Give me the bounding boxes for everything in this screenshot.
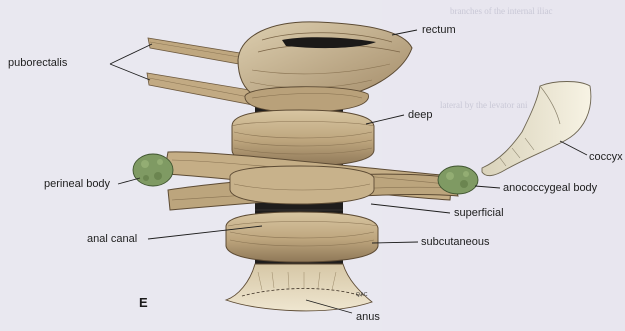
- coccyx-label: coccyx: [589, 151, 623, 163]
- anal-canal-label: anal canal: [87, 233, 137, 245]
- deep-label: deep: [408, 109, 432, 121]
- puborectalis-label: puborectalis: [8, 57, 67, 69]
- bleed-text: branches of the internal iliac: [450, 6, 552, 16]
- subcutaneous-sphincter: [226, 212, 378, 262]
- rectum-label: rectum: [422, 24, 456, 36]
- anus-label: anus: [356, 311, 380, 323]
- superficial-label: superficial: [454, 207, 504, 219]
- bleed-text: lateral by the levator ani: [440, 100, 527, 110]
- panel-letter: E: [139, 295, 148, 310]
- subcutaneous-label: subcutaneous: [421, 236, 490, 248]
- anococcygeal-body-label: anococcygeal body: [503, 182, 597, 194]
- anococcygeal-body: [438, 166, 478, 194]
- perineal-body: [133, 154, 173, 186]
- puborectalis-sling: [245, 87, 369, 112]
- perineal-body-label: perineal body: [44, 178, 110, 190]
- artist-signature: QAC: [356, 292, 368, 298]
